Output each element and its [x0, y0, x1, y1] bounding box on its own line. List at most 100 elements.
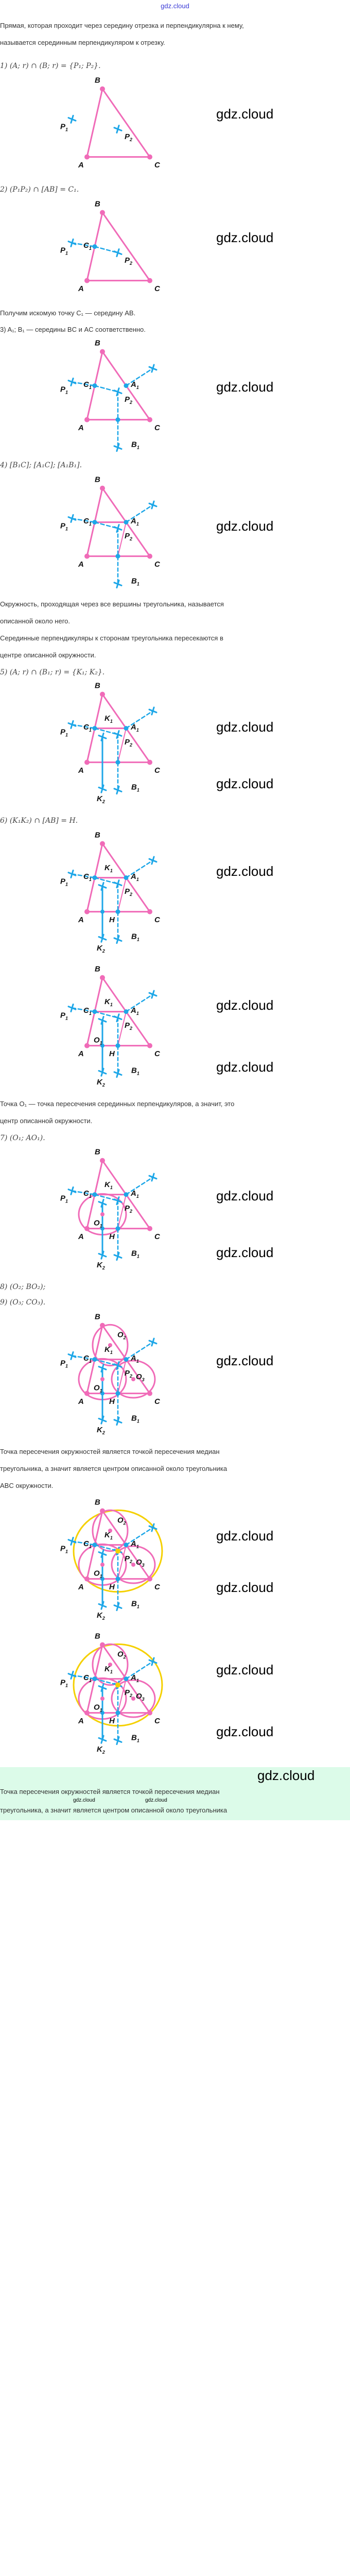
circle-o1	[78, 1677, 127, 1720]
vertex-point	[147, 909, 152, 914]
vertex-point	[100, 86, 105, 92]
star-p2	[116, 1196, 120, 1206]
point-label-k1: K1	[104, 714, 113, 724]
star-k2	[100, 784, 104, 793]
side-ab	[86, 351, 103, 421]
result-text: Получим искомую точку C₁ — середину AB.	[0, 309, 136, 317]
watermarks: gdz.cloudgdz.cloudgdz.cloudgdz.cloudgdz.…	[73, 106, 314, 1803]
star-k1	[98, 1366, 107, 1370]
circumcircle	[73, 1643, 163, 1727]
star-p2	[113, 1683, 122, 1687]
star-bc	[148, 1525, 157, 1530]
point-on-ac	[115, 909, 120, 914]
point-c1	[92, 1676, 97, 1682]
point-label-p2: P2	[125, 256, 132, 266]
point-c1	[92, 383, 97, 388]
point-label-b1: B1	[131, 577, 139, 586]
star-p2	[116, 387, 120, 397]
vertex-point	[147, 1576, 152, 1582]
point-label-p2: P2	[125, 1554, 132, 1564]
side-ab	[86, 88, 103, 158]
vertex-point	[147, 278, 152, 283]
star-p1	[70, 1670, 74, 1680]
point-on-ac	[115, 1577, 120, 1582]
star-p2	[113, 127, 122, 131]
star-b1	[116, 1252, 120, 1261]
vertex-point	[84, 1226, 90, 1231]
bisector-ab	[71, 381, 96, 386]
point-label-k1: K1	[104, 997, 113, 1007]
circle-o1	[78, 1543, 127, 1586]
star-p2	[116, 1361, 120, 1370]
point-label-b: B	[95, 682, 100, 690]
point-label-a1: A1	[130, 872, 139, 882]
vertex-point	[147, 553, 152, 559]
star-p2	[113, 1363, 122, 1368]
star-b1	[116, 786, 120, 795]
vertex-point	[100, 1642, 105, 1648]
point-a1	[124, 1676, 129, 1682]
star-bc	[148, 366, 157, 371]
point-label-h: H	[109, 1717, 115, 1725]
star-p1	[67, 516, 77, 521]
segment-a1b1	[117, 1544, 127, 1580]
star-bc	[151, 1337, 155, 1347]
point-on-ac	[115, 554, 120, 559]
star-p2	[116, 730, 120, 739]
point-label-p2: P2	[125, 1021, 132, 1031]
point-label-b: B	[95, 476, 100, 484]
point-label-c: C	[154, 560, 161, 569]
bisector-ab	[71, 1355, 96, 1360]
star-bc	[151, 990, 155, 999]
answer-text: треугольника, а значит является центром …	[0, 1806, 227, 1814]
point-a1	[124, 383, 129, 388]
star-bc	[148, 1175, 157, 1180]
point-label-o2: O2	[117, 1330, 126, 1340]
point-label-b1: B1	[131, 440, 139, 450]
point-label-c1: C1	[83, 517, 92, 527]
star-k1	[100, 1198, 104, 1208]
point-label-p1: P1	[60, 123, 68, 132]
point-label-a1: A1	[130, 1539, 139, 1549]
point-label-p2: P2	[125, 395, 132, 405]
point-label-p1: P1	[60, 728, 68, 738]
star-p2	[116, 1013, 120, 1023]
star-p2	[113, 882, 122, 886]
point-label-c1: C1	[83, 1006, 92, 1016]
star-k1	[98, 884, 107, 889]
point-label-o2: O2	[117, 1650, 126, 1659]
side-bc	[101, 1644, 151, 1714]
site-link[interactable]: gdz.cloud	[161, 2, 189, 10]
bisector-bc	[125, 993, 154, 1012]
star-p1	[67, 1353, 77, 1358]
point-label-c1: C1	[83, 241, 92, 251]
star-k1	[100, 1363, 104, 1372]
center-o3	[131, 1377, 135, 1381]
circle-o1	[78, 1358, 127, 1401]
point-label-o1: O1	[94, 1384, 102, 1394]
point-label-c1: C1	[83, 723, 92, 733]
point-label-o2: O2	[117, 1516, 126, 1526]
point-label-h: H	[109, 1232, 115, 1241]
point-label-a: A	[78, 1049, 84, 1058]
point-label-a1: A1	[130, 1189, 139, 1199]
star-bc	[148, 858, 157, 863]
star-p1	[67, 1006, 77, 1010]
point-label-p1: P1	[60, 1194, 68, 1204]
point-label-a1: A1	[130, 517, 139, 527]
bisector-bc	[125, 1341, 154, 1360]
point-label-b: B	[95, 1498, 100, 1507]
point-a1	[124, 1192, 129, 1197]
star-b1	[113, 937, 122, 942]
point-label-k2: K2	[97, 1745, 105, 1755]
star-p1	[67, 117, 77, 122]
side-bc	[101, 1160, 151, 1230]
segment-a1b1	[117, 1678, 127, 1714]
star-bc	[151, 706, 155, 716]
point-label-o1: O1	[94, 1703, 102, 1713]
star-p1	[70, 869, 74, 878]
star-bc	[151, 1523, 155, 1532]
